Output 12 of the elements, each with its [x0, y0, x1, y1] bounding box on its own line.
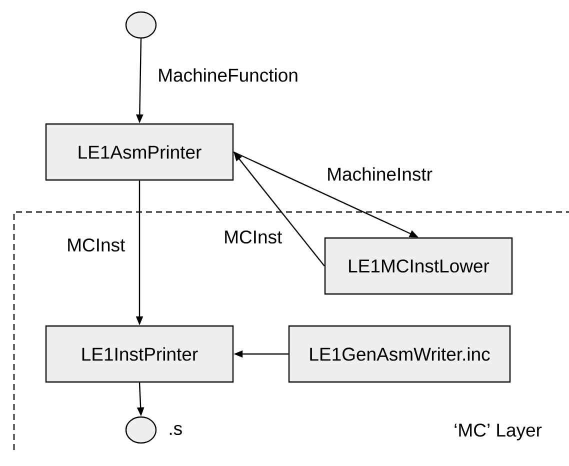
terminal-circle — [125, 416, 157, 444]
layer-label: ‘MC’ Layer — [454, 424, 542, 440]
edge-label: MCInst — [66, 237, 126, 253]
edge-label: MachineInstr — [326, 166, 434, 182]
process-box: LE1AsmPrinter — [45, 123, 234, 181]
process-box: LE1InstPrinter — [45, 325, 234, 383]
node-caption: .s — [170, 424, 182, 436]
process-box: LE1GenAsmWriter.inc — [288, 325, 511, 383]
process-box: LE1MCInstLower — [324, 237, 513, 295]
edge-label: MachineFunction — [156, 67, 300, 83]
edge-label: MCInst — [222, 229, 284, 245]
terminal-circle — [125, 11, 157, 39]
